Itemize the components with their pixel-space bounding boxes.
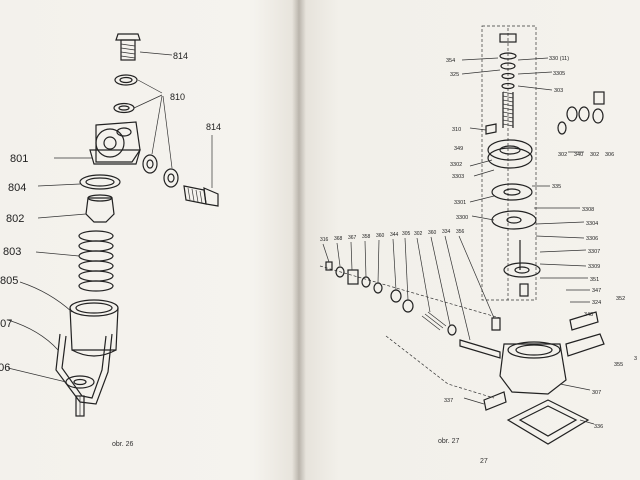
washers xyxy=(113,74,179,188)
label-814-side: 814 xyxy=(206,122,221,132)
label-325: 325 xyxy=(450,72,459,78)
label-368: 368 xyxy=(334,236,343,242)
label-360: 360 xyxy=(376,233,385,239)
label-348: 348 xyxy=(584,312,593,318)
label-3303: 3303 xyxy=(452,174,464,180)
right-page xyxy=(298,0,640,480)
banjo-bolt-top xyxy=(115,33,173,61)
label-3302: 3302 xyxy=(450,162,462,168)
left-diagram xyxy=(7,33,219,417)
label-344: 344 xyxy=(390,232,399,238)
label-336: 336 xyxy=(594,424,603,430)
label-307: 307 xyxy=(592,390,601,396)
label-306: 306 xyxy=(605,152,614,158)
label-334: 334 xyxy=(442,229,451,235)
label-337: 337 xyxy=(444,398,453,404)
label-324: 324 xyxy=(592,300,601,306)
label-814-top: 814 xyxy=(173,51,188,61)
bowl xyxy=(19,281,119,357)
label-3301: 3301 xyxy=(454,200,466,206)
label-302-a: 302 xyxy=(558,152,567,158)
spring xyxy=(35,230,114,292)
label-310: 310 xyxy=(452,127,461,133)
label-360-b: 360 xyxy=(428,230,437,236)
label-352: 352 xyxy=(616,296,625,302)
banjo-housing xyxy=(54,121,141,165)
label-803: 803 xyxy=(3,246,21,258)
label-316: 316 xyxy=(320,237,329,243)
label-340: 340 xyxy=(574,152,583,158)
label-3300: 3300 xyxy=(456,215,468,221)
label-3: 3 xyxy=(634,356,637,362)
label-305: 305 xyxy=(402,231,411,237)
label-355: 355 xyxy=(614,362,623,368)
valve xyxy=(37,194,115,223)
label-358: 358 xyxy=(362,234,371,240)
label-367: 367 xyxy=(348,235,357,241)
right-figure-caption: obr. 27 xyxy=(438,438,460,445)
left-page xyxy=(0,0,298,480)
label-3304: 3304 xyxy=(586,221,598,227)
label-801: 801 xyxy=(10,153,28,165)
label-3308: 3308 xyxy=(582,207,594,213)
ring xyxy=(37,174,121,190)
right-diagram xyxy=(319,25,605,445)
label-347: 347 xyxy=(592,288,601,294)
label-804: 804 xyxy=(8,182,26,194)
page-number: 27 xyxy=(480,458,488,465)
label-805: 805 xyxy=(0,275,18,287)
label-807: 807 xyxy=(0,318,12,330)
label-802: 802 xyxy=(6,213,24,225)
banjo-bolt-side xyxy=(183,135,219,207)
label-335: 335 xyxy=(552,184,561,190)
label-354: 354 xyxy=(446,58,455,64)
label-806: 806 xyxy=(0,362,10,374)
label-3306: 3306 xyxy=(586,236,598,242)
clamp-nut xyxy=(7,367,95,417)
label-330-11: 330 (11) xyxy=(549,56,569,62)
label-3309: 3309 xyxy=(588,264,600,270)
book-gutter xyxy=(292,0,306,480)
label-810: 810 xyxy=(170,92,185,102)
label-3305: 3305 xyxy=(553,71,565,77)
label-302-col: 302 xyxy=(414,231,423,237)
label-303: 303 xyxy=(554,88,563,94)
label-351: 351 xyxy=(590,277,599,283)
label-349: 349 xyxy=(454,146,463,152)
stirrup xyxy=(7,319,113,405)
label-302-b: 302 xyxy=(590,152,599,158)
label-3307: 3307 xyxy=(588,249,600,255)
label-356: 356 xyxy=(456,229,465,235)
left-figure-caption: obr. 26 xyxy=(112,441,134,448)
column-leader-lines xyxy=(322,235,495,341)
